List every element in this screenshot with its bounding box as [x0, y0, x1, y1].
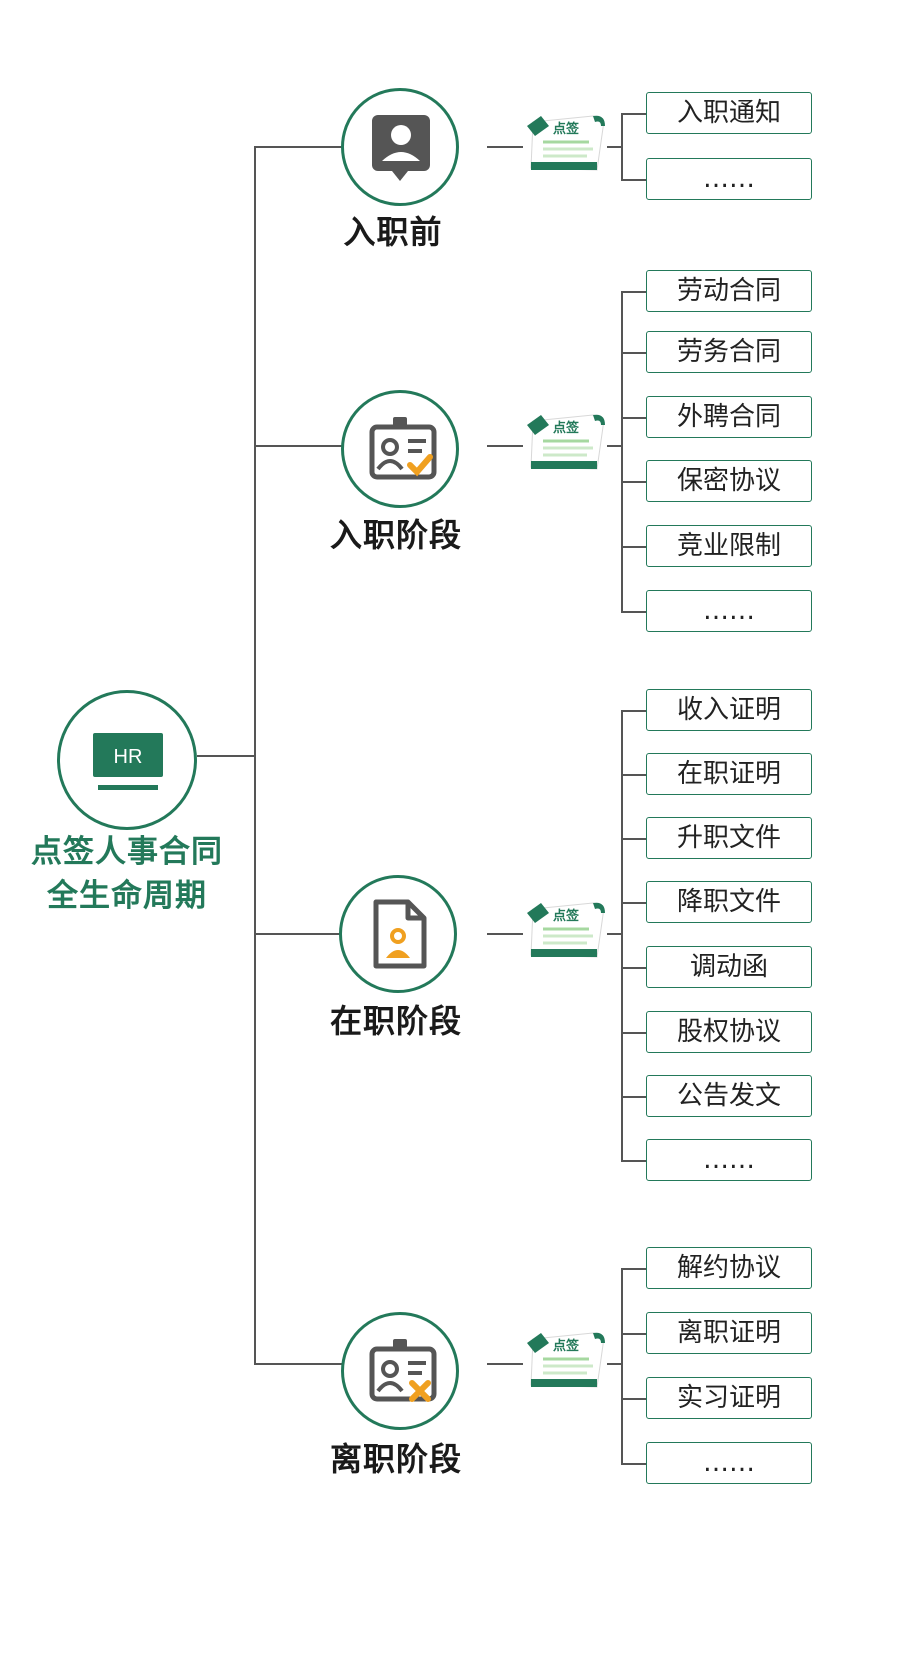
sign-scroll-icon: 点签 — [523, 411, 607, 475]
bracket-line — [621, 1268, 623, 1465]
leaf-connector — [621, 710, 646, 712]
document-type-item: 解约协议 — [646, 1247, 812, 1289]
leaf-connector — [621, 417, 646, 419]
id-card-check-icon — [369, 417, 437, 480]
bracket-line — [621, 113, 623, 181]
stage-label: 入职阶段 — [329, 516, 462, 554]
document-type-item: 外聘合同 — [646, 396, 812, 438]
leaf-connector — [621, 1463, 646, 1465]
stage-label: 在职阶段 — [329, 1002, 462, 1040]
root-title-line2: 全生命周期 — [47, 878, 207, 914]
leaf-connector — [621, 611, 646, 613]
document-type-item: 劳动合同 — [646, 270, 812, 312]
document-type-item: 调动函 — [646, 946, 812, 988]
document-type-item: 实习证明 — [646, 1377, 812, 1419]
document-type-item: 公告发文 — [646, 1075, 812, 1117]
branch-line — [254, 933, 346, 935]
sign-scroll-icon: 点签 — [523, 112, 607, 176]
hr-screen-icon: HR — [93, 733, 163, 790]
node-to-sign-line — [487, 445, 523, 447]
leaf-connector — [621, 902, 646, 904]
leaf-connector — [621, 1268, 646, 1270]
document-type-item: …… — [646, 158, 812, 200]
id-card-cross-icon — [369, 1339, 437, 1402]
sign-scroll-icon: 点签 — [523, 899, 607, 963]
document-type-item: 入职通知 — [646, 92, 812, 134]
node-to-sign-line — [487, 933, 523, 935]
document-type-item: 在职证明 — [646, 753, 812, 795]
document-type-item: 降职文件 — [646, 881, 812, 923]
document-type-item: 保密协议 — [646, 460, 812, 502]
stage-node-pre-entry — [341, 88, 459, 206]
stage-label: 离职阶段 — [329, 1440, 462, 1478]
stage-node-onboarding — [341, 390, 459, 508]
leaf-connector — [621, 1160, 646, 1162]
sign-badge-text: 点签 — [553, 122, 580, 137]
node-to-sign-line — [487, 146, 523, 148]
document-type-item: 离职证明 — [646, 1312, 812, 1354]
leaf-connector — [621, 1032, 646, 1034]
root-title: 点签人事合同 全生命周期 — [7, 830, 247, 918]
root-connector — [197, 755, 255, 757]
document-type-item: …… — [646, 1139, 812, 1181]
stage-label: 入职前 — [343, 213, 443, 251]
document-type-item: 劳务合同 — [646, 331, 812, 373]
leaf-connector — [621, 774, 646, 776]
node-to-sign-line — [487, 1363, 523, 1365]
sign-to-bracket-line — [607, 146, 621, 148]
leaf-connector — [621, 546, 646, 548]
document-type-item: …… — [646, 590, 812, 632]
branch-line — [254, 146, 346, 148]
sign-to-bracket-line — [607, 445, 621, 447]
root-node: HR — [57, 690, 197, 830]
leaf-connector — [621, 291, 646, 293]
sign-badge-text: 点签 — [553, 909, 580, 924]
leaf-connector — [621, 179, 646, 181]
branch-line — [254, 445, 346, 447]
stage-node-resignation — [341, 1312, 459, 1430]
sign-badge-text: 点签 — [553, 421, 580, 436]
leaf-connector — [621, 481, 646, 483]
leaf-connector — [621, 967, 646, 969]
document-type-item: …… — [646, 1442, 812, 1484]
stage-node-employment — [339, 875, 457, 993]
person-pin-icon — [372, 115, 430, 181]
leaf-connector — [621, 1333, 646, 1335]
sign-to-bracket-line — [607, 933, 621, 935]
sign-badge-text: 点签 — [553, 1339, 580, 1354]
leaf-connector — [621, 352, 646, 354]
document-type-item: 升职文件 — [646, 817, 812, 859]
bracket-line — [621, 710, 623, 1162]
leaf-connector — [621, 1096, 646, 1098]
root-title-line1: 点签人事合同 — [31, 834, 223, 870]
sign-to-bracket-line — [607, 1363, 621, 1365]
document-type-item: 收入证明 — [646, 689, 812, 731]
trunk-line — [254, 147, 256, 1364]
document-type-item: 竞业限制 — [646, 525, 812, 567]
document-person-icon — [373, 899, 427, 969]
document-type-item: 股权协议 — [646, 1011, 812, 1053]
bracket-line — [621, 291, 623, 613]
hr-badge-text: HR — [114, 746, 143, 768]
sign-scroll-icon: 点签 — [523, 1329, 607, 1393]
leaf-connector — [621, 113, 646, 115]
leaf-connector — [621, 1398, 646, 1400]
branch-line — [254, 1363, 346, 1365]
leaf-connector — [621, 838, 646, 840]
